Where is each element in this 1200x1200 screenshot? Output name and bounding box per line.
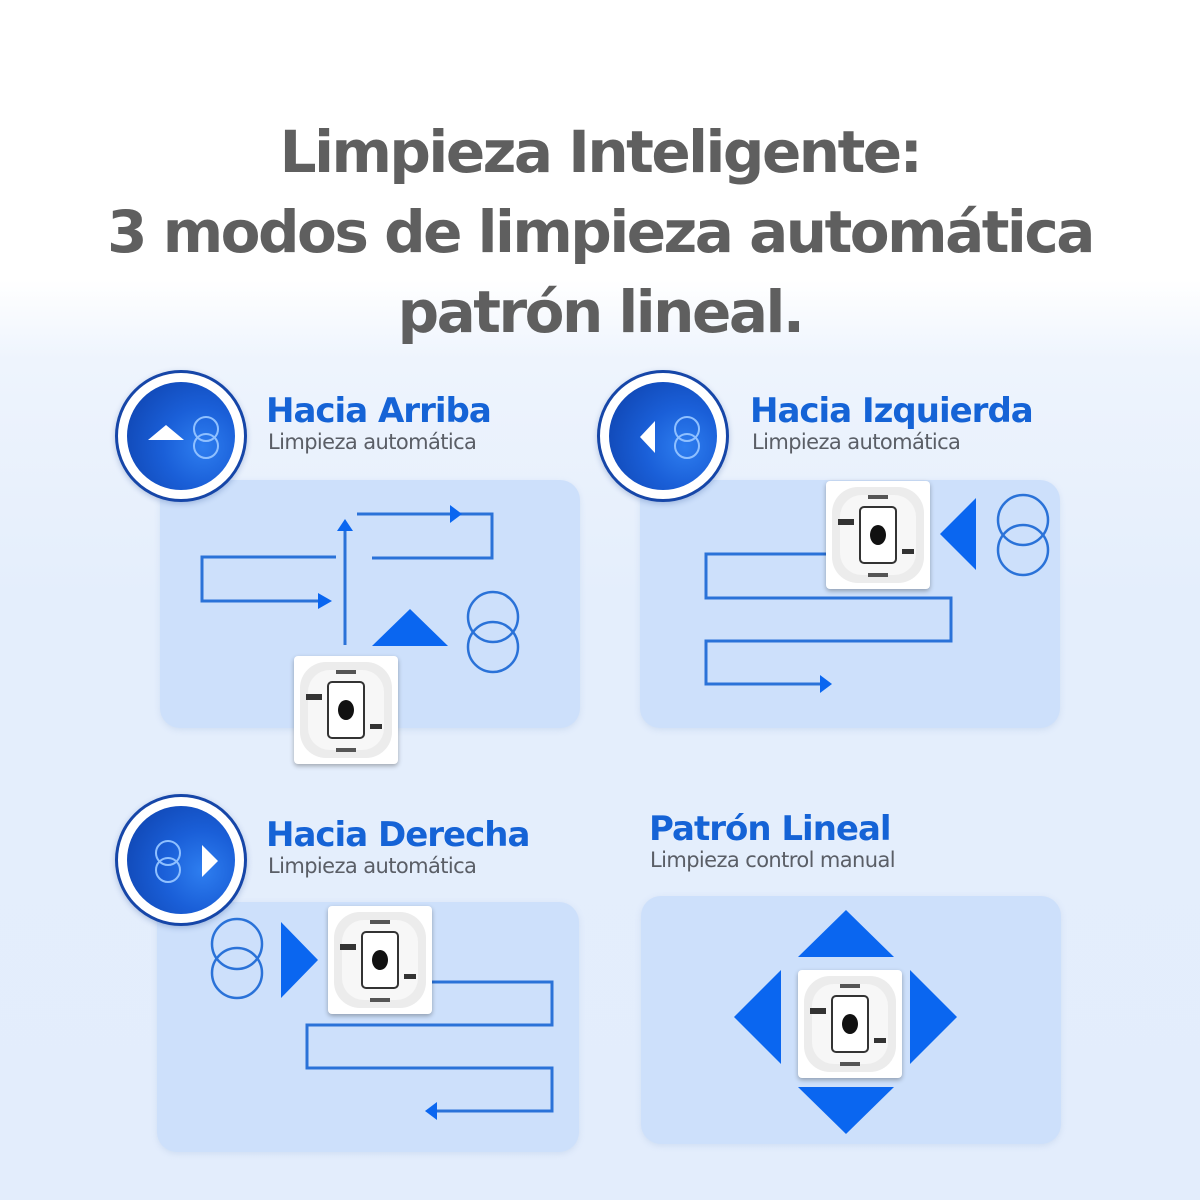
- window-robot-image: [826, 481, 930, 589]
- title-line-2: 3 modos de limpieza automática: [107, 198, 1095, 266]
- mode-badge-up: [115, 370, 247, 502]
- mode-subheading-up: Limpieza automática: [268, 430, 477, 454]
- mode-subheading-left: Limpieza automática: [752, 430, 961, 454]
- mode-heading-manual: Patrón Lineal: [649, 809, 892, 849]
- rings-icon: [466, 590, 520, 644]
- window-robot-image: [798, 970, 902, 1078]
- arrow-up-icon: [337, 519, 353, 531]
- mode-heading-left: Hacia Izquierda: [750, 391, 1034, 431]
- mode-heading-up: Hacia Arriba: [266, 391, 492, 431]
- mode-subheading-right: Limpieza automática: [268, 854, 477, 878]
- mode-badge-right: [115, 794, 247, 926]
- mode-heading-right: Hacia Derecha: [266, 815, 530, 855]
- up-triangle-icon: [372, 609, 448, 646]
- mode-subheading-manual: Limpieza control manual: [650, 848, 896, 872]
- arrow-right-icon: [450, 505, 462, 523]
- window-robot-image: [328, 906, 432, 1014]
- arrow-right-icon: [318, 593, 332, 609]
- title-line-1: Limpieza Inteligente:: [279, 118, 923, 186]
- left-triangle-icon: [640, 416, 700, 459]
- arrow-left-icon: [425, 1102, 437, 1120]
- arrow-right-icon: [820, 675, 832, 693]
- right-triangle-icon: [281, 922, 318, 998]
- arrow-up-icon: [798, 910, 894, 957]
- title-line-3: patrón lineal.: [397, 278, 805, 346]
- right-triangle-icon: [155, 840, 218, 883]
- page-title: Limpieza Inteligente: 3 modos de limpiez…: [0, 112, 1200, 352]
- arrow-down-icon: [798, 1087, 894, 1134]
- arrow-right-icon: [910, 970, 957, 1064]
- left-triangle-icon: [940, 498, 976, 570]
- arrow-left-icon: [734, 970, 781, 1064]
- window-robot-image: [294, 656, 398, 764]
- rings-icon: [210, 917, 264, 971]
- rings-icon: [996, 493, 1050, 547]
- mode-badge-left: [597, 370, 729, 502]
- up-triangle-icon: [148, 416, 219, 459]
